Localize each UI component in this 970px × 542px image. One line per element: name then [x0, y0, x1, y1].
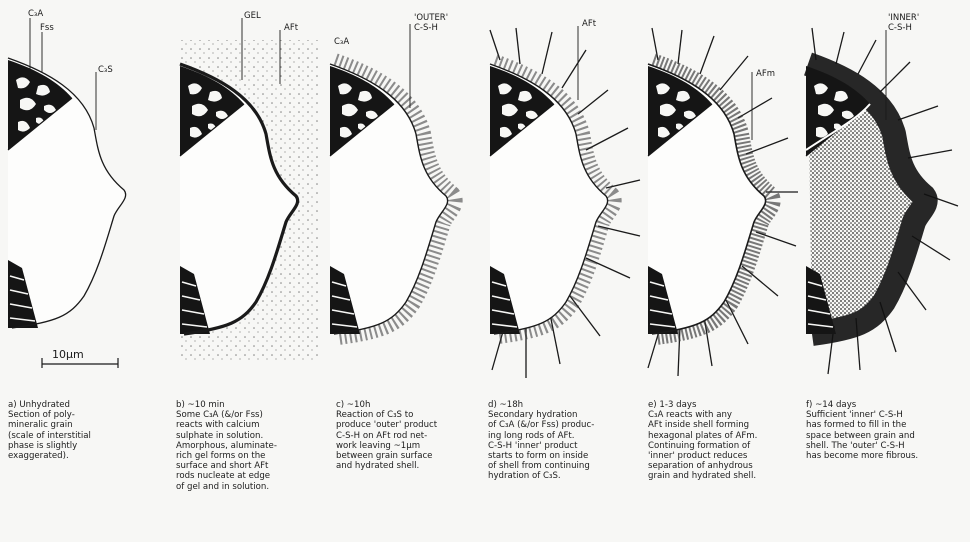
label-c3a: C₃A — [334, 37, 349, 47]
panel-d-diagram: AFt — [490, 19, 640, 378]
panel-a-diagram: C₃A Fss C₃S — [8, 9, 126, 328]
label-aft: AFt — [582, 19, 597, 29]
caption-b: b) ~10 min Some C₃A (&/or Fss) reacts wi… — [176, 400, 331, 492]
label-afm: AFm — [756, 69, 775, 79]
label-gel: GEL — [244, 11, 261, 21]
label-csh: C-S-H — [888, 23, 912, 33]
caption-a: a) Unhydrated Section of poly- mineralic… — [8, 400, 163, 461]
panel-b-diagram: GEL AFt — [180, 11, 320, 360]
label-aft: AFt — [284, 23, 299, 33]
panel-e-diagram: AFm — [648, 28, 798, 376]
label-c3s: C₃S — [98, 65, 113, 75]
label-fss: Fss — [40, 23, 54, 33]
scale-bar-label: 10μm — [52, 348, 84, 361]
scale-bar: 10μm — [42, 348, 118, 368]
label-c3a: C₃A — [28, 9, 43, 19]
panel-f-diagram: 'INNER' C-S-H — [806, 13, 958, 374]
label-outer: 'OUTER' — [414, 13, 448, 23]
caption-c: c) ~10h Reaction of C₃S to produce 'oute… — [336, 400, 486, 471]
caption-e: e) 1-3 days C₃A reacts with any AFt insi… — [648, 400, 808, 482]
caption-f: f) ~14 days Sufficient 'inner' C-S-H has… — [806, 400, 966, 461]
label-csh: C-S-H — [414, 23, 438, 33]
panel-c-diagram: C₃A 'OUTER' C-S-H — [330, 13, 452, 334]
label-inner: 'INNER' — [888, 13, 919, 23]
caption-d: d) ~18h Secondary hydration of C₃A (&/or… — [488, 400, 648, 482]
